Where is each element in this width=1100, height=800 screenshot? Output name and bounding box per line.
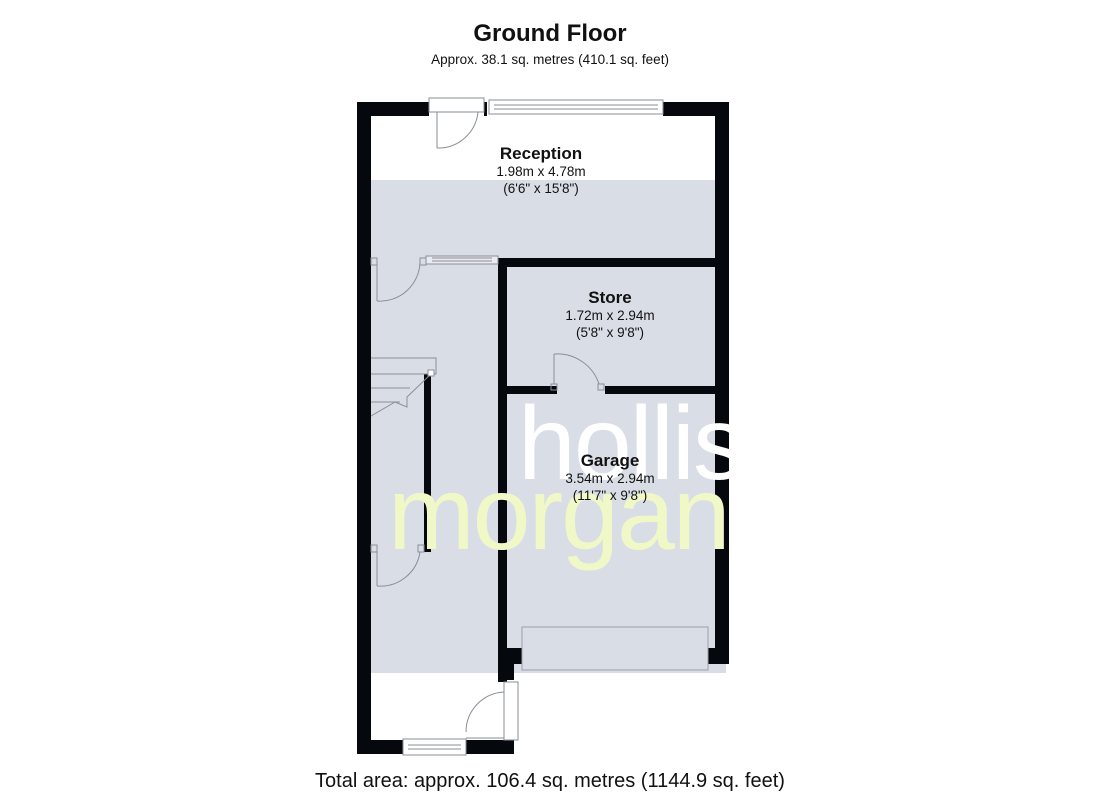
room-name: Garage [580, 451, 640, 470]
door-icon [370, 544, 425, 587]
window-icon [402, 738, 467, 756]
floor-title: Ground Floor [473, 20, 627, 47]
room-name: Reception [499, 144, 583, 163]
room-metric: 1.98m x 4.78m [496, 164, 586, 180]
total-area-footer: Total area: approx. 106.4 sq. metres (11… [315, 770, 785, 792]
garage-door-icon [521, 626, 709, 671]
room-label-garage: Garage 3.54m x 2.94m (11'7" x 9'8") [510, 450, 710, 505]
window-icon [488, 99, 664, 115]
room-name: Store [588, 288, 632, 307]
internal-window-icon [425, 255, 499, 265]
room-metric: 1.72m x 2.94m [565, 308, 655, 324]
stairs-icon [370, 357, 437, 417]
watermark-morgan: morgan [388, 456, 731, 572]
room-imperial: (6'6" x 15'8") [503, 181, 579, 197]
fixtures [370, 97, 709, 756]
room-imperial: (5'8" x 9'8") [575, 325, 644, 341]
room-imperial: (11'7" x 9'8") [572, 488, 648, 504]
room-label-reception: Reception 1.98m x 4.78m (6'6" x 15'8") [441, 143, 641, 198]
floor-area-subtitle: Approx. 38.1 sq. metres (410.1 sq. feet) [431, 52, 669, 67]
walls [357, 102, 729, 754]
room-metric: 3.54m x 2.94m [565, 471, 655, 487]
room-label-store: Store 1.72m x 2.94m (5'8" x 9'8") [510, 287, 710, 342]
door-icon [370, 257, 427, 302]
watermark-hollis: hollis [518, 386, 745, 502]
door-icon [465, 681, 519, 741]
door-icon [428, 97, 485, 149]
door-icon [550, 353, 605, 391]
